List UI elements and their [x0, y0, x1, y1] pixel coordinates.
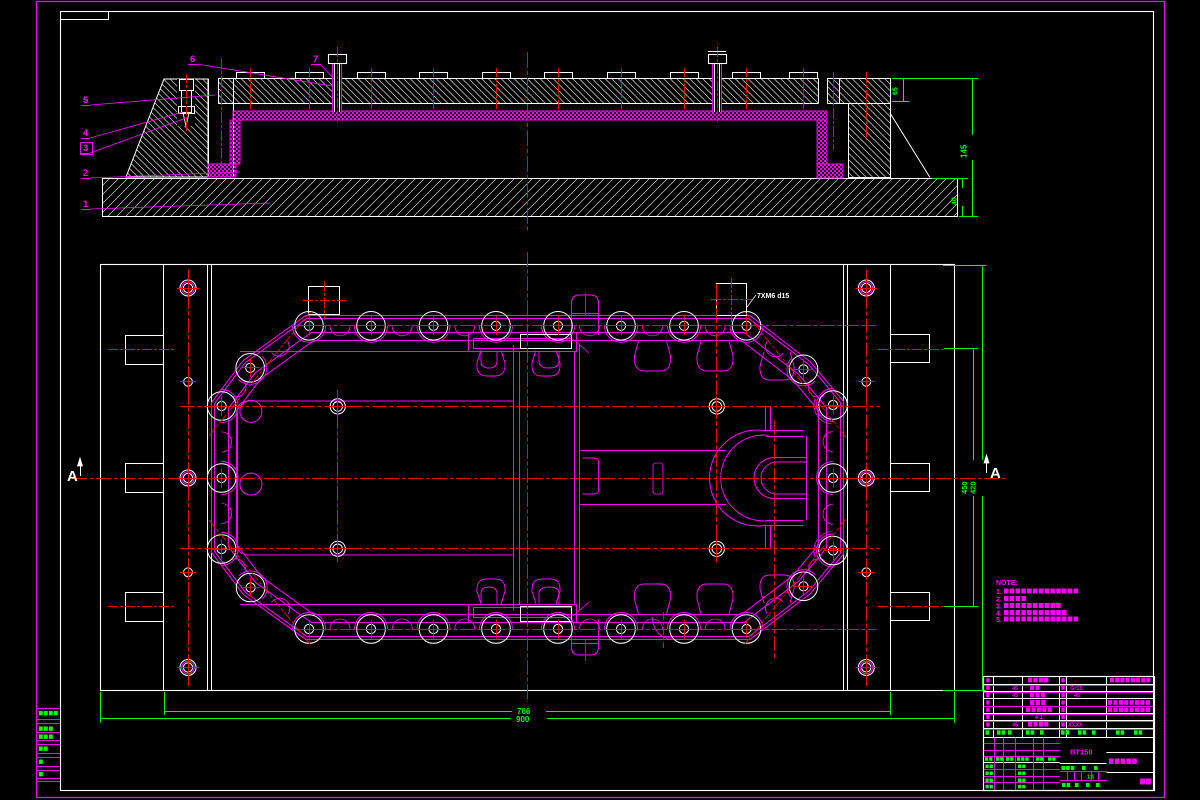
- svg-text:A: A: [990, 465, 1001, 482]
- svg-text:5.: 5.: [996, 617, 1002, 624]
- svg-text:145: 145: [960, 144, 969, 158]
- svg-text:420: 420: [969, 481, 978, 494]
- svg-text:3: 3: [83, 143, 88, 154]
- svg-text:7: 7: [313, 54, 318, 65]
- svg-text:45: 45: [1012, 686, 1018, 692]
- svg-text:BT150: BT150: [1070, 748, 1093, 757]
- svg-text:2: 2: [83, 168, 88, 179]
- svg-text:45: 45: [1012, 722, 1018, 728]
- svg-text:40: 40: [952, 197, 959, 205]
- svg-text:5: 5: [83, 95, 89, 106]
- svg-text:NOTE:: NOTE:: [996, 580, 1018, 587]
- svg-text:2.: 2.: [996, 597, 1002, 604]
- svg-text:900: 900: [516, 715, 530, 724]
- svg-text:65: 65: [893, 87, 900, 95]
- svg-text:7XM6 d15: 7XM6 d15: [757, 293, 789, 300]
- svg-text:1.: 1.: [996, 589, 1002, 596]
- svg-text:1:1: 1:1: [1087, 775, 1094, 781]
- svg-text:3.: 3.: [996, 604, 1002, 611]
- svg-text:Gr15: Gr15: [1070, 686, 1083, 692]
- svg-text:A: A: [67, 468, 78, 485]
- svg-text:766: 766: [517, 707, 531, 716]
- svg-text:4.: 4.: [996, 611, 1002, 618]
- svg-text:4 1: 4 1: [1035, 715, 1043, 721]
- svg-text:45: 45: [1012, 693, 1018, 699]
- svg-text:1: 1: [83, 199, 89, 210]
- svg-text:45: 45: [1074, 693, 1080, 699]
- svg-text:XXXX: XXXX: [1068, 722, 1083, 728]
- svg-text:6: 6: [190, 54, 195, 65]
- svg-text:4: 4: [83, 128, 89, 139]
- svg-text:450: 450: [960, 481, 969, 494]
